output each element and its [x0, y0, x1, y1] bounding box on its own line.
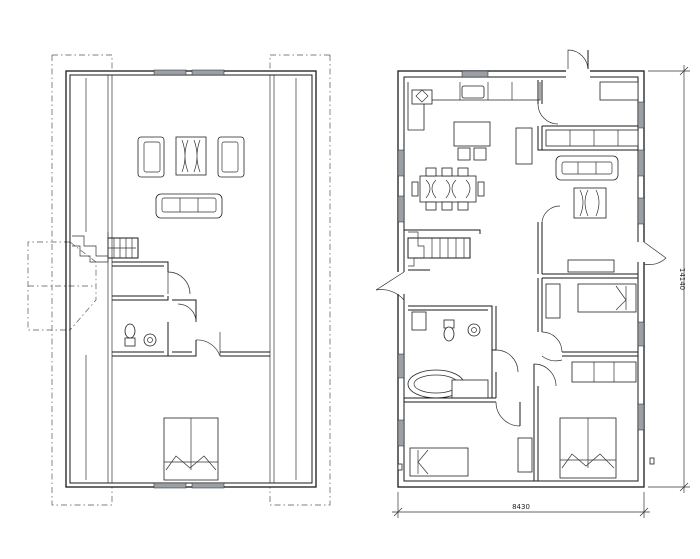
- attic-stair: [72, 232, 139, 263]
- kitchen-counter: [407, 82, 541, 131]
- armchair-left: [137, 136, 165, 178]
- kitchen-island: [453, 121, 491, 147]
- kitchen: [407, 81, 639, 147]
- terrace-door-swing: [643, 241, 667, 265]
- exterior-detail-right: [649, 457, 655, 465]
- attic-exterior-wall: [65, 70, 317, 488]
- wardrobe-bottom-right: [571, 361, 637, 383]
- chair-5: [441, 201, 453, 211]
- coffee-table: [175, 136, 207, 176]
- vanity: [451, 379, 489, 399]
- living-furniture: [555, 155, 619, 273]
- sofa: [155, 193, 223, 219]
- width-dimension-label: 8430: [512, 503, 530, 511]
- roof-outline-tl: [52, 54, 113, 70]
- single-bed: [577, 283, 637, 313]
- sink: [461, 85, 485, 99]
- living-table: [573, 187, 607, 219]
- roof-outline-tr: [269, 54, 330, 70]
- basin: [143, 333, 157, 347]
- window-right-5: [637, 403, 645, 431]
- window-left-4: [397, 419, 405, 447]
- dining-set: [411, 167, 485, 211]
- chair-7: [477, 181, 485, 197]
- dining-table: [419, 175, 477, 203]
- chair-8: [411, 181, 419, 197]
- window-right-2: [637, 149, 645, 177]
- dormer-roof: [69, 241, 97, 331]
- entry-door-swing: [567, 49, 589, 72]
- wardrobe-middle: [545, 283, 561, 319]
- exterior-detail-left: [397, 463, 403, 471]
- attic-floor-plan: [27, 54, 331, 506]
- roof-outline-left: [51, 55, 113, 506]
- armchair-right: [217, 136, 245, 178]
- attic-exterior-wall-inner: [69, 74, 313, 484]
- bedroom-bottom-right: [559, 361, 637, 479]
- window-left-1: [397, 149, 405, 177]
- single-bed-left: [409, 447, 469, 477]
- side-door-swing: [375, 271, 405, 301]
- stool-2: [473, 147, 487, 161]
- window-top: [461, 70, 489, 78]
- counter-right: [545, 129, 639, 147]
- living-sofa: [555, 155, 619, 181]
- roof-outline-right: [269, 55, 331, 506]
- wc-bowl: [124, 323, 136, 339]
- dimension-height: 14140: [648, 65, 690, 493]
- wardrobe-bottom-left: [517, 437, 533, 473]
- tv-unit: [567, 259, 615, 273]
- stool-1: [457, 147, 471, 161]
- shower-tray: [411, 311, 427, 331]
- interior-walls-upper: [537, 80, 638, 279]
- chair-2: [441, 167, 453, 177]
- wc-bowl-ground: [443, 326, 455, 342]
- bedroom-bottom-left: [409, 437, 533, 477]
- wc-tank: [124, 337, 136, 347]
- ground-bathroom: [404, 305, 519, 403]
- chair-3: [457, 167, 469, 177]
- dormer-outline: [27, 241, 70, 331]
- attic-bathroom: [112, 261, 270, 357]
- window-bottom-right: [191, 482, 225, 489]
- height-dimension-label: 14140: [678, 268, 686, 290]
- dimension-width: 8430: [392, 492, 650, 518]
- ground-stair-flight: [407, 237, 471, 259]
- window-left-2: [397, 195, 405, 223]
- basin-ground: [467, 323, 481, 337]
- bedroom-middle: [537, 278, 638, 362]
- chair-6: [457, 201, 469, 211]
- window-bottom-left: [153, 482, 187, 489]
- ground-floor-plan: [375, 49, 667, 488]
- chair-1: [425, 167, 437, 177]
- window-right-3: [637, 197, 645, 225]
- lounge-furniture: [137, 136, 245, 219]
- window-right-4: [637, 321, 645, 347]
- attic-bed: [163, 417, 219, 481]
- counter-top-right: [599, 81, 639, 101]
- window-left-3: [397, 353, 405, 379]
- window-top-right: [191, 69, 225, 76]
- cabinet: [515, 127, 533, 165]
- hall-door-swing: [495, 401, 521, 427]
- window-top-left: [153, 69, 187, 76]
- bath-wall-top: [112, 261, 169, 272]
- window-right-1: [637, 101, 645, 129]
- chair-4: [425, 201, 437, 211]
- ground-stair: [404, 229, 481, 271]
